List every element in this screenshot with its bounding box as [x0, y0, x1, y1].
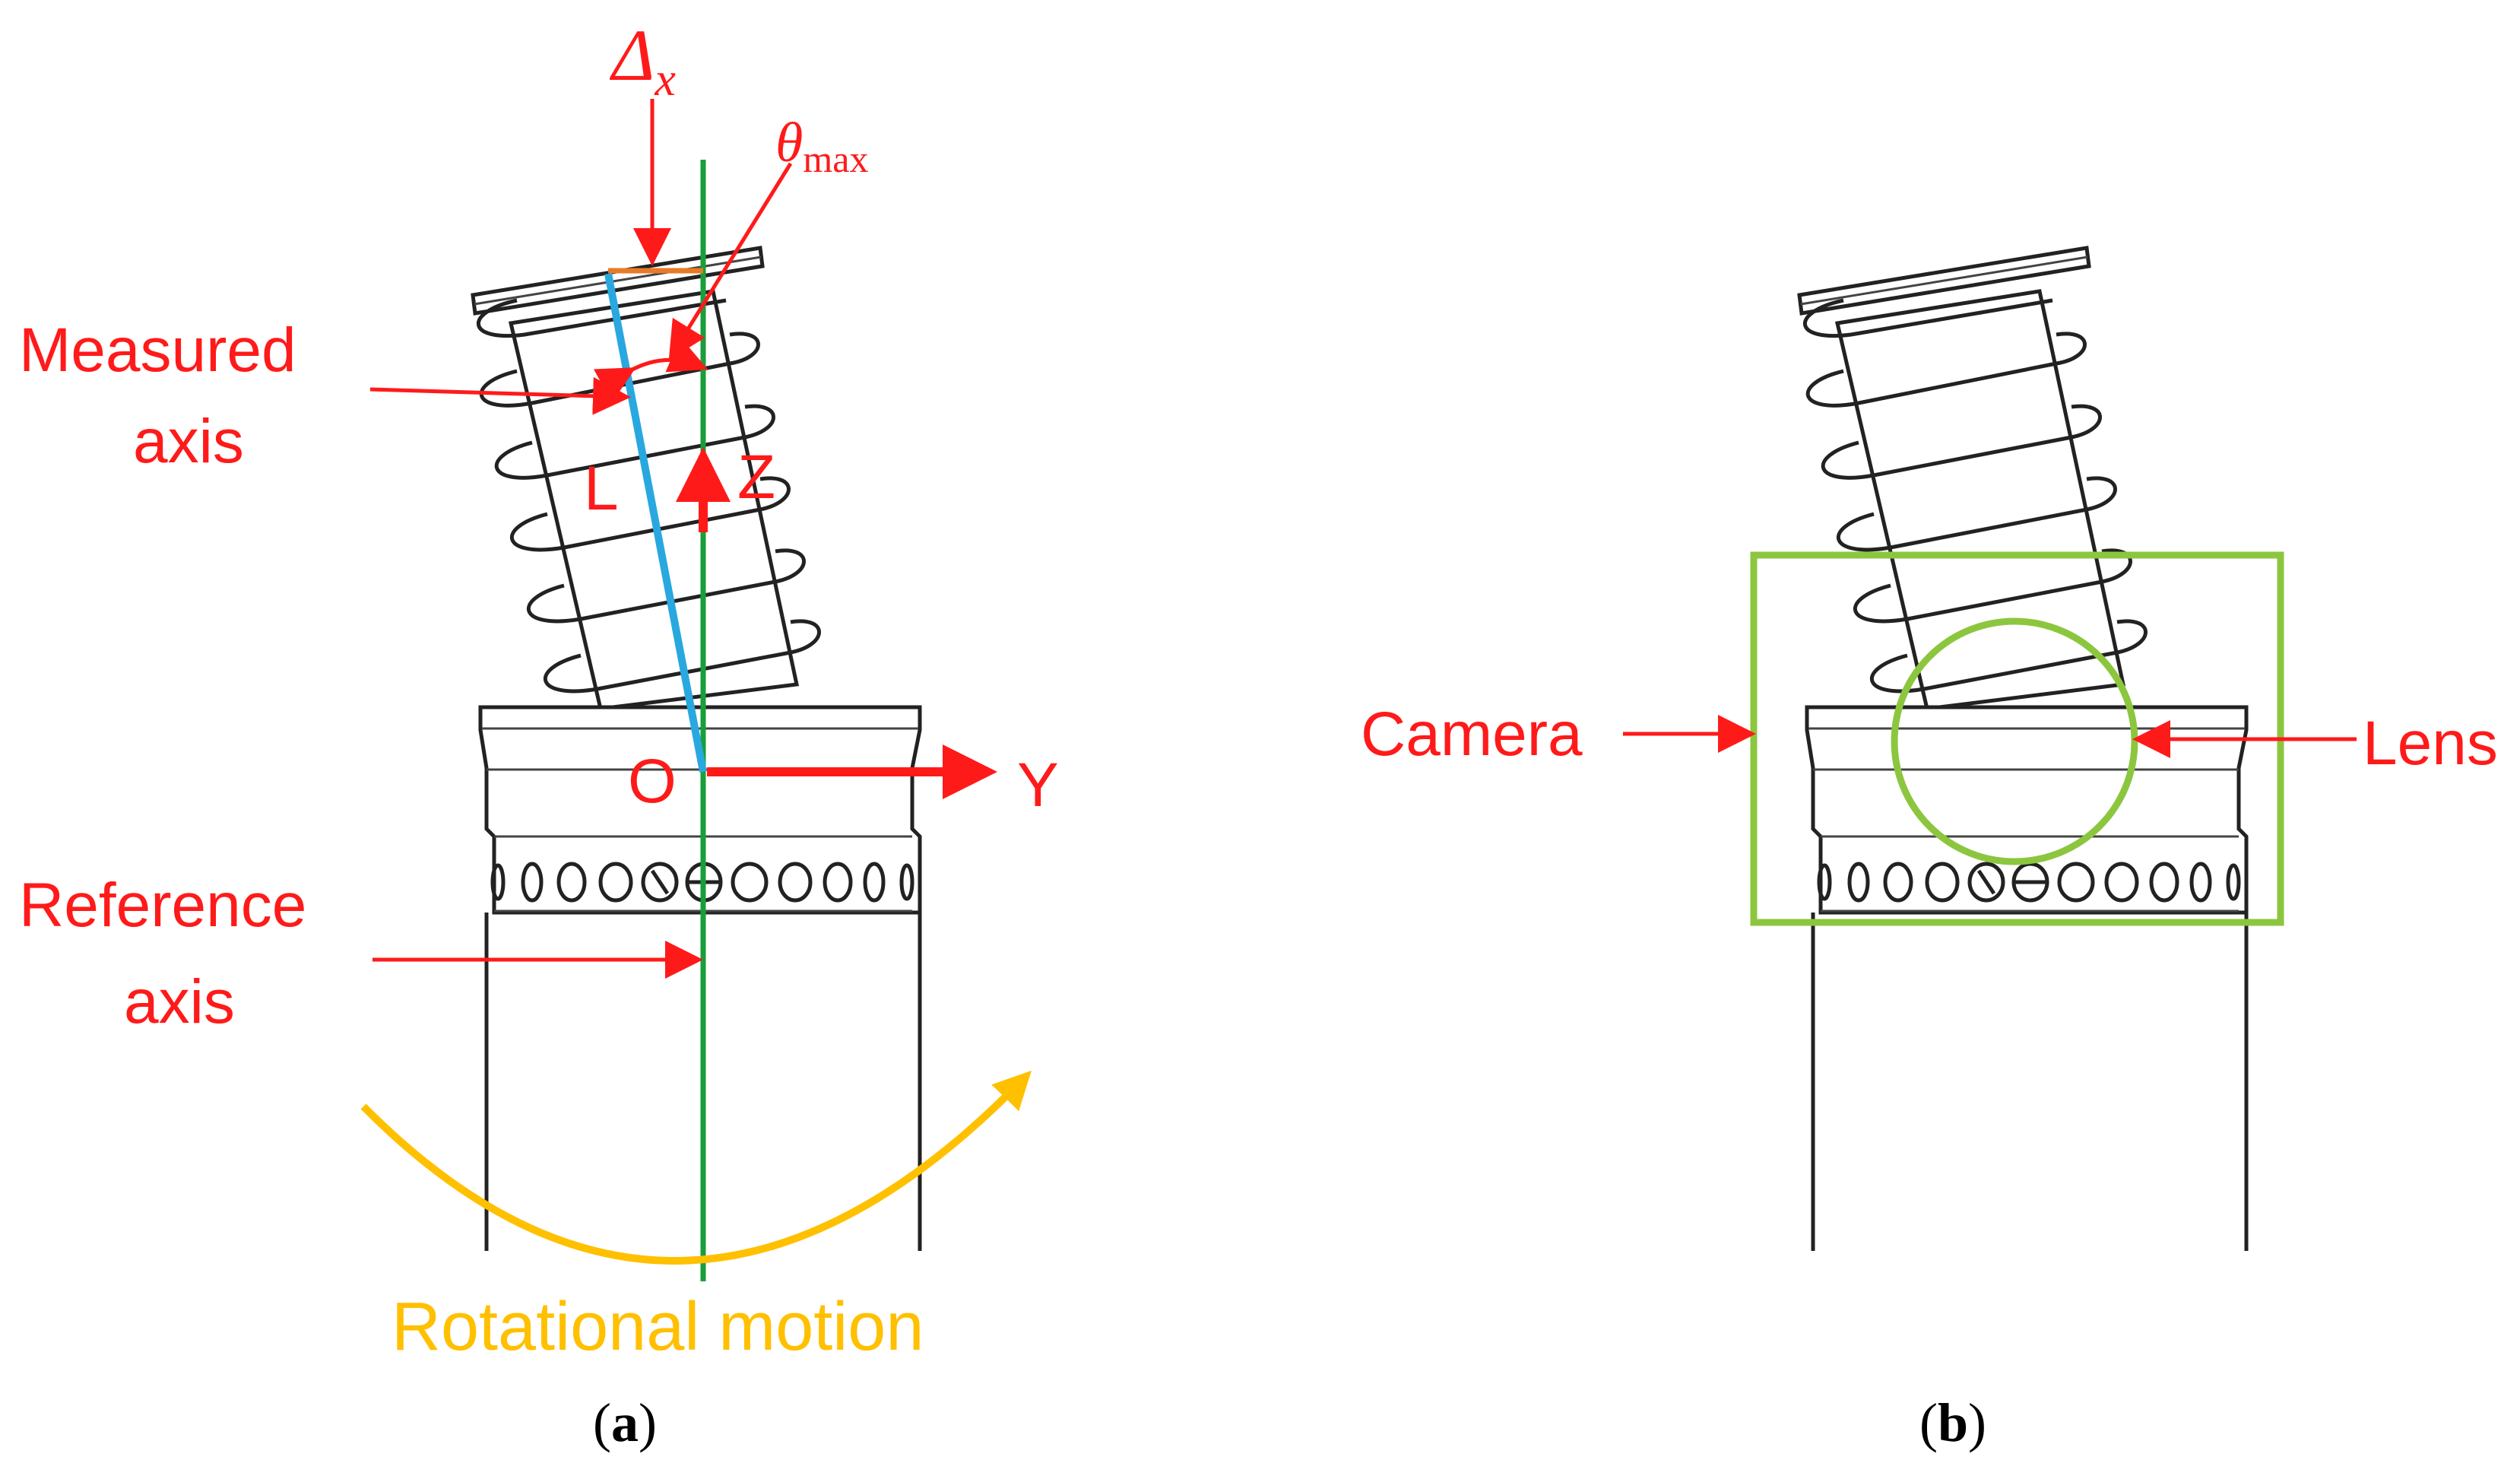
reference-axis-label-line1: Reference — [19, 871, 306, 940]
lens-label: Lens — [2363, 709, 2498, 778]
l-label: L — [584, 454, 619, 523]
panel-a: Δx θmax Measured axis L Z O Y Reference … — [19, 14, 1059, 1453]
theta-arc — [593, 337, 708, 403]
rotation-arc — [360, 1070, 1032, 1265]
rotational-motion-label: Rotational motion — [391, 1289, 924, 1365]
measured-axis-label-line2: axis — [133, 407, 244, 476]
measured-axis-arrow — [369, 376, 631, 415]
z-label: Z — [737, 443, 775, 512]
reference-axis-label-line2: axis — [124, 967, 235, 1036]
panel-b: Camera Lens (b) — [1361, 248, 2498, 1453]
origin-label: O — [628, 747, 677, 816]
theta-arrow — [668, 162, 793, 360]
measured-axis-label-line1: Measured — [19, 316, 296, 385]
caption-b: (b) — [1919, 1392, 1986, 1453]
delta-x-label: Δx — [609, 14, 676, 106]
y-label: Y — [1017, 751, 1059, 820]
caption-a: (a) — [593, 1392, 657, 1453]
device-drawing-b — [1799, 248, 2246, 1251]
camera-label: Camera — [1361, 700, 1583, 769]
theta-max-label: θmax — [775, 112, 868, 180]
